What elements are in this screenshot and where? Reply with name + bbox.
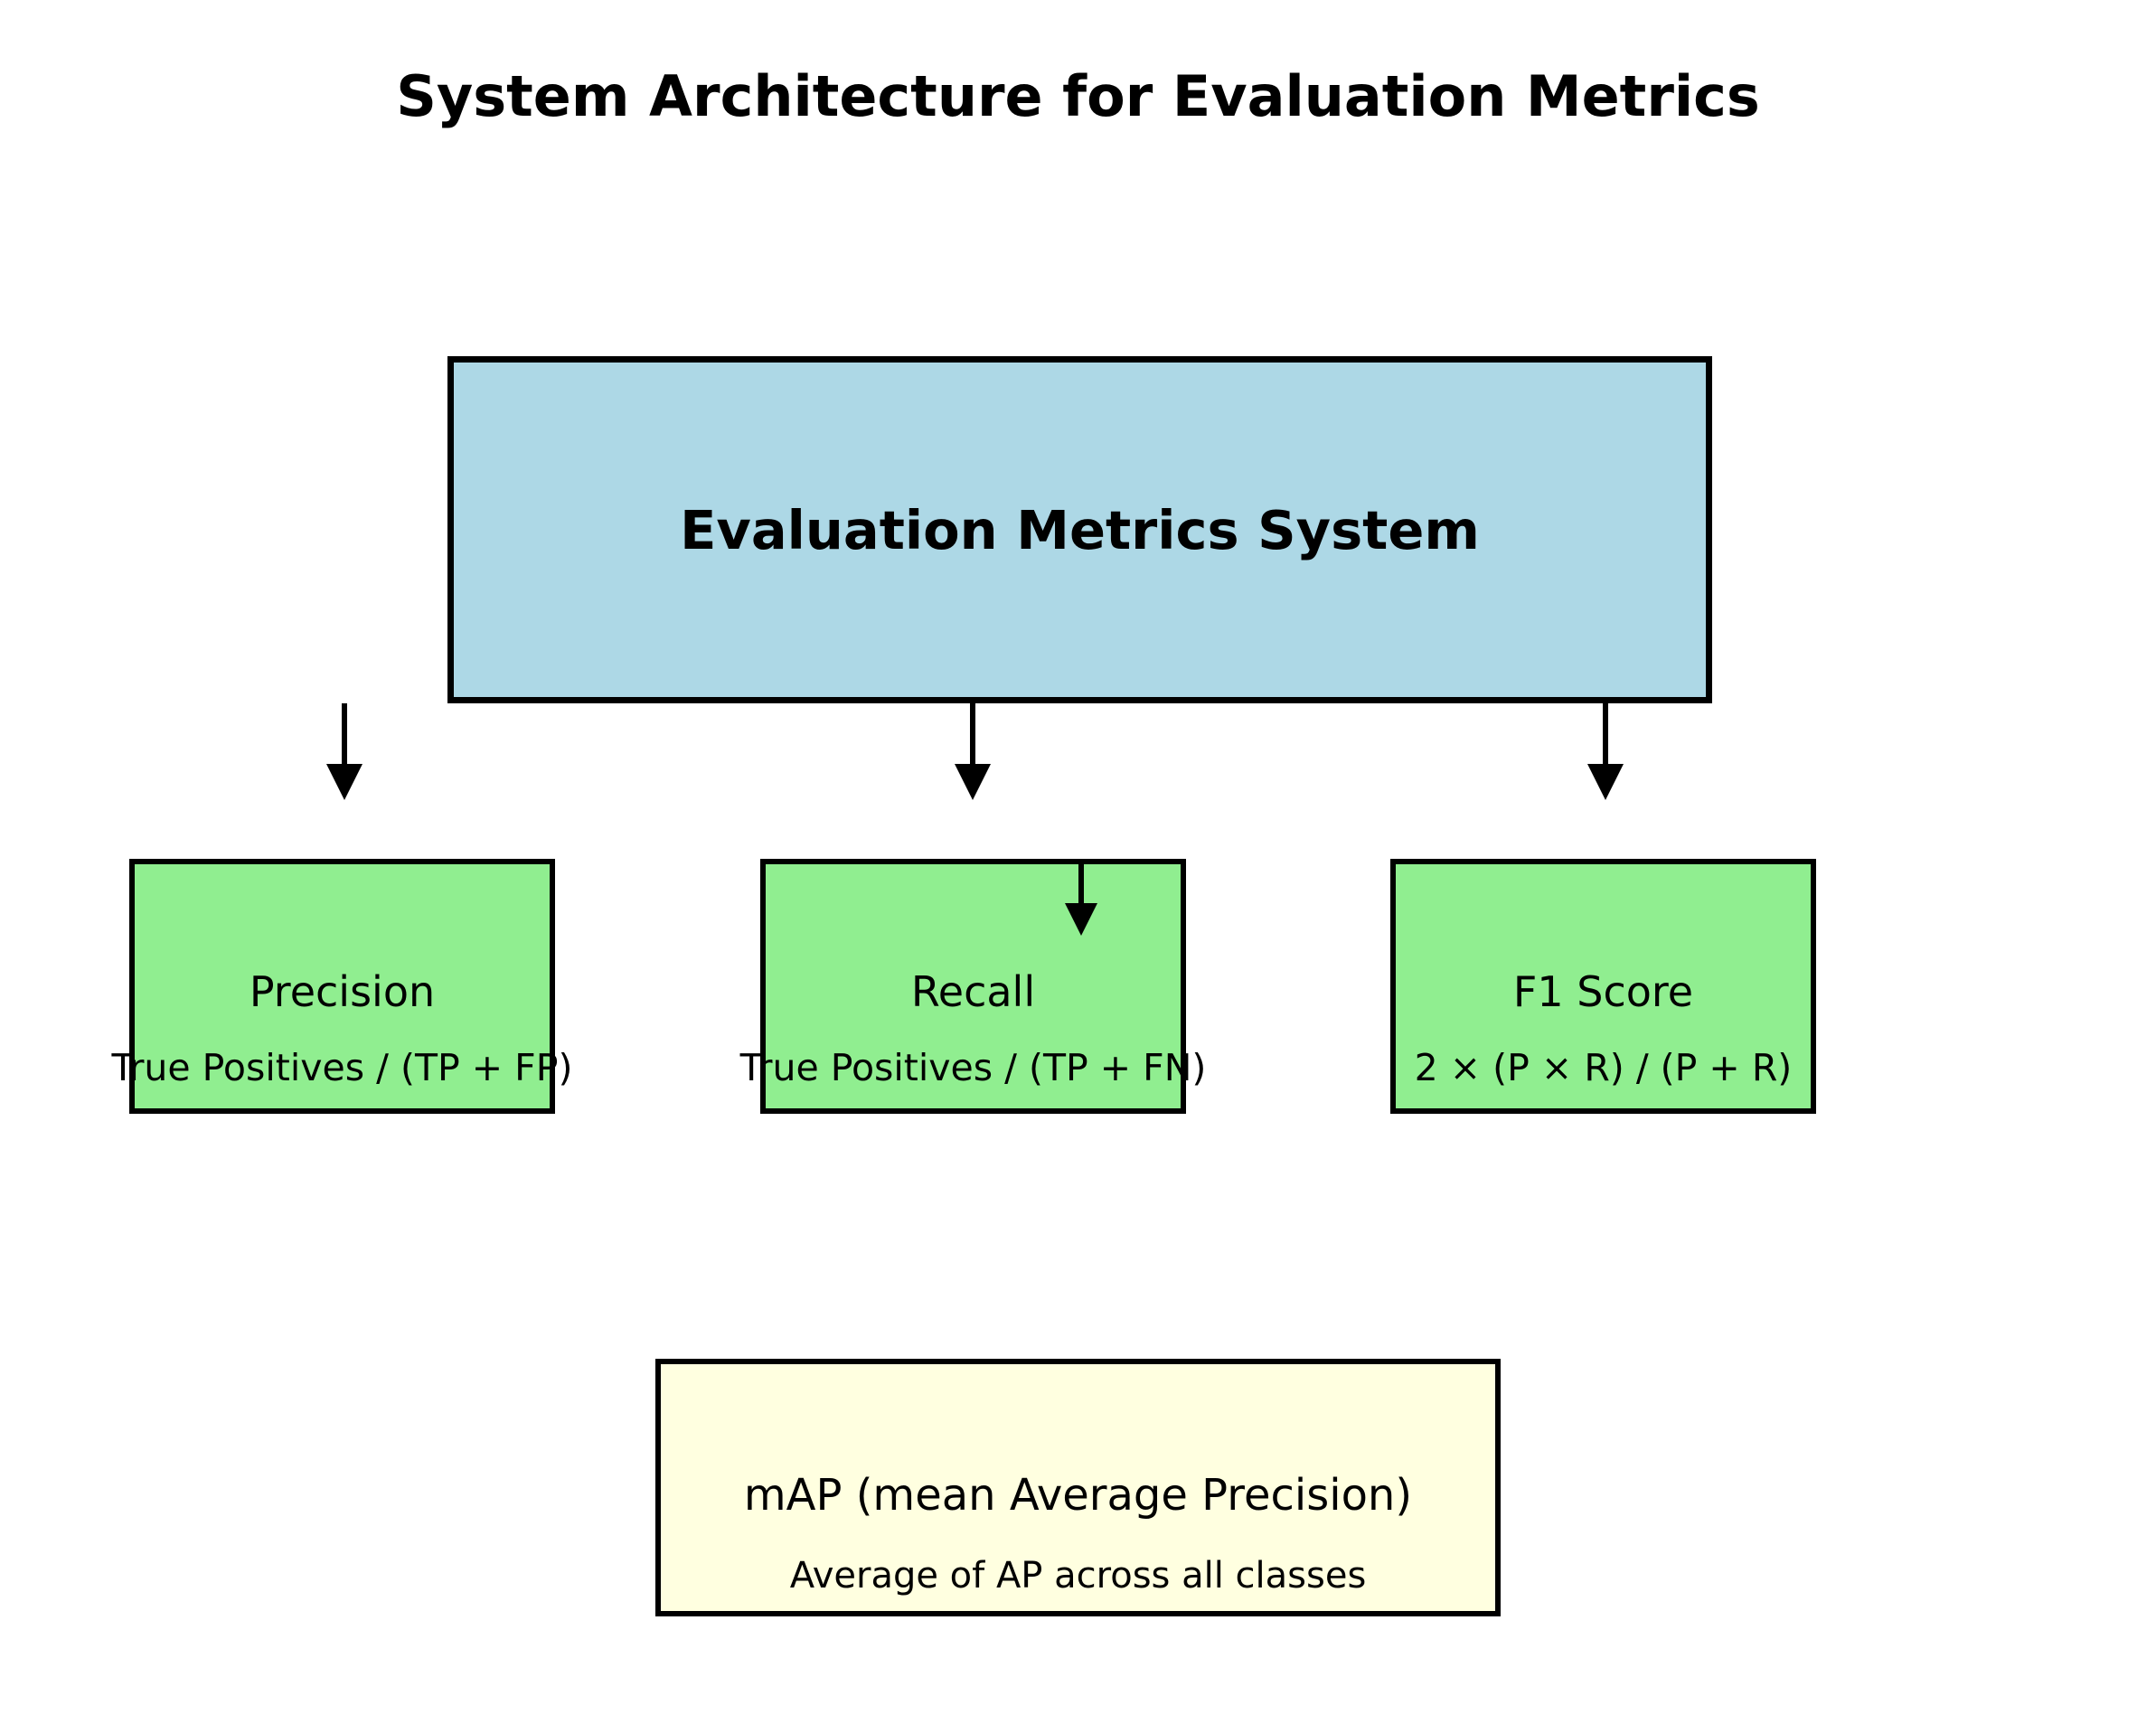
arrow-down-to-map (1065, 862, 1097, 936)
node-recall: Recall True Positives / (TP + FN) (740, 859, 1206, 1114)
node-evaluation-metrics-system: Evaluation Metrics System (447, 356, 1712, 703)
arrow-head-down-icon (955, 764, 991, 800)
arrow-head-down-icon (326, 764, 362, 800)
node-evaluation-metrics-system-label: Evaluation Metrics System (680, 498, 1480, 561)
arrow-down-to-recall (955, 703, 991, 800)
node-f1-score: F1 Score 2 × (P × R) / (P + R) (1390, 859, 1816, 1114)
node-f1-score-label: F1 Score (1512, 967, 1694, 1016)
node-precision-label: Precision (249, 967, 436, 1016)
arrow-shaft (1603, 703, 1608, 769)
node-map: mAP (mean Average Precision) Average of … (655, 1359, 1501, 1616)
arrow-head-down-icon (1065, 903, 1097, 936)
node-f1-score-formula: 2 × (P × R) / (P + R) (1414, 1046, 1793, 1089)
node-recall-formula: True Positives / (TP + FN) (739, 1046, 1207, 1089)
arrow-head-down-icon (1587, 764, 1624, 800)
diagram-title: System Architecture for Evaluation Metri… (396, 63, 1760, 129)
arrow-shaft (342, 703, 347, 769)
node-map-sublabel: Average of AP across all classes (789, 1555, 1367, 1597)
arrow-down-to-f1-score (1587, 703, 1624, 800)
arrow-down-to-precision (326, 703, 362, 800)
node-precision-formula: True Positives / (TP + FP) (111, 1046, 573, 1089)
node-recall-label: Recall (910, 967, 1036, 1016)
node-precision: Precision True Positives / (TP + FP) (112, 859, 572, 1114)
node-map-label: mAP (mean Average Precision) (743, 1470, 1413, 1521)
arrow-shaft (970, 703, 975, 769)
arrow-shaft (1078, 862, 1084, 909)
